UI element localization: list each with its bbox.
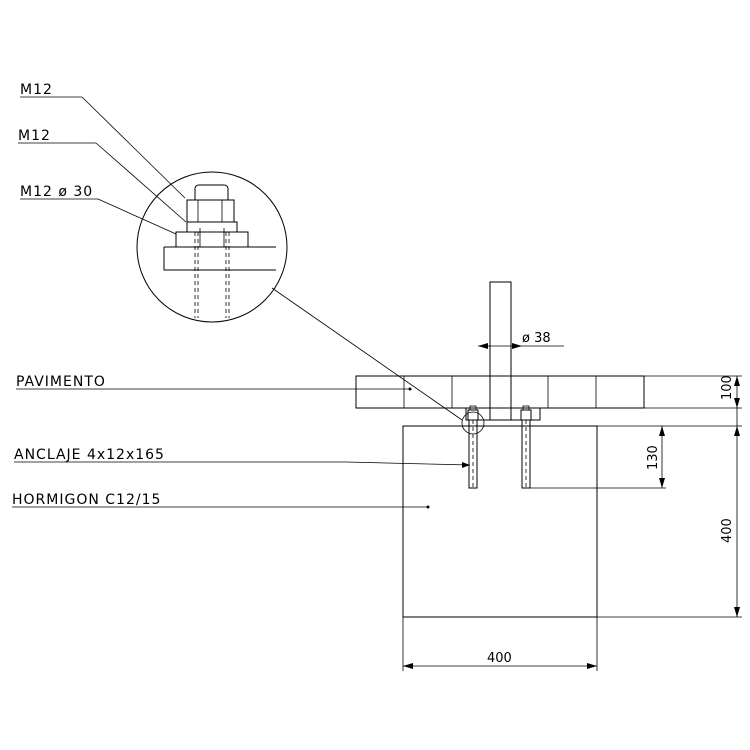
label-pavimento: PAVIMENTO <box>16 374 106 390</box>
label-anclaje: ANCLAJE 4x12x165 <box>14 447 165 463</box>
label-m12-lower: M12 <box>18 128 187 223</box>
base-plate <box>465 407 541 421</box>
label-m12-top-text: M12 <box>20 82 53 98</box>
dim-block-height: 400 <box>720 518 735 543</box>
anchors: ANCLAJE 4x12x165 <box>14 419 531 489</box>
label-m12-washer: M12 ø 30 <box>20 184 177 235</box>
detail-leader <box>271 287 463 421</box>
post-diameter-label: ø 38 <box>522 331 551 346</box>
post: ø 38 <box>478 281 564 420</box>
post-body <box>489 281 512 409</box>
detail-magnified <box>136 171 288 323</box>
detail-nut-lower <box>186 221 238 233</box>
dimensions-right: 100 130 400 <box>530 375 742 618</box>
dim-pavement-thickness: 100 <box>720 375 735 400</box>
detail-bolt-end <box>194 184 229 200</box>
label-hormigon: HORMIGON C12/15 <box>12 492 161 508</box>
dimension-bottom: 400 <box>402 617 598 671</box>
detail-washer <box>175 231 249 248</box>
label-m12-lower-text: M12 <box>18 128 51 144</box>
pavement-rect <box>355 375 645 409</box>
dim-block-width: 400 <box>487 651 512 666</box>
detail-circle <box>136 171 288 323</box>
concrete-rect <box>402 425 598 618</box>
label-m12-washer-text: M12 ø 30 <box>20 184 93 200</box>
detail-nut-upper <box>186 199 235 223</box>
concrete-block: HORMIGON C12/15 <box>12 425 598 618</box>
label-m12-top: M12 <box>20 82 186 199</box>
dim-anchor-depth: 130 <box>646 445 661 470</box>
pavement-slab: PAVIMENTO <box>16 374 645 409</box>
